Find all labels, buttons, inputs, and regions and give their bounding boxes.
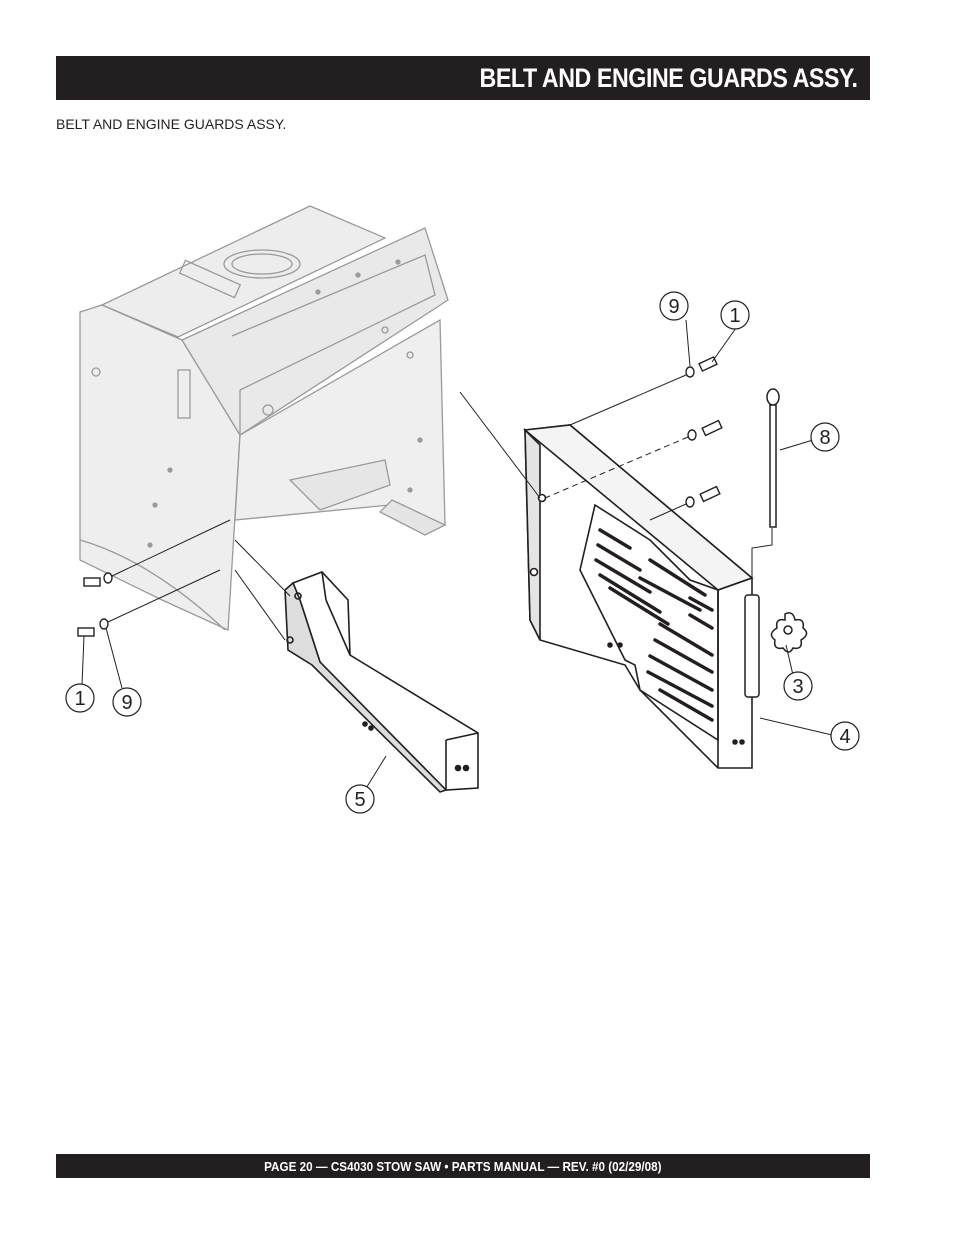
page-footer-bar: PAGE 20 — CS4030 STOW SAW • PARTS MANUAL… (56, 1154, 870, 1178)
callout-9-bottom: 9 (112, 687, 142, 717)
svg-text:3: 3 (792, 676, 803, 698)
leader-lines (81, 319, 833, 791)
svg-text:9: 9 (121, 692, 132, 714)
svg-text:1: 1 (74, 688, 85, 710)
guard-rod-part-8 (744, 388, 780, 698)
engine-guard-part-4 (523, 424, 754, 769)
callout-1-bottom: 1 (65, 683, 95, 713)
lower-belt-guard-part-5 (284, 571, 479, 793)
page-footer: PAGE 20 — CS4030 STOW SAW • PARTS MANUAL… (264, 1158, 662, 1174)
svg-text:5: 5 (354, 789, 365, 811)
page-title: BELT AND ENGINE GUARDS ASSY. (479, 62, 858, 93)
hardware-bolts-washers (77, 356, 723, 637)
callout-1-top: 1 (720, 300, 750, 330)
page-title-bar: BELT AND ENGINE GUARDS ASSY. (56, 56, 870, 100)
svg-text:8: 8 (819, 427, 830, 449)
callout-8: 8 (810, 422, 840, 452)
star-knob-part-3 (770, 612, 808, 653)
svg-text:9: 9 (668, 296, 679, 318)
saw-frame-drawing (79, 205, 449, 631)
callout-4: 4 (830, 721, 860, 751)
svg-text:4: 4 (839, 726, 850, 748)
callout-5: 5 (345, 784, 375, 814)
callout-9-top: 9 (659, 291, 689, 321)
callout-3: 3 (783, 671, 813, 701)
figure-caption: BELT AND ENGINE GUARDS ASSY. (56, 116, 287, 132)
svg-text:1: 1 (729, 305, 740, 327)
